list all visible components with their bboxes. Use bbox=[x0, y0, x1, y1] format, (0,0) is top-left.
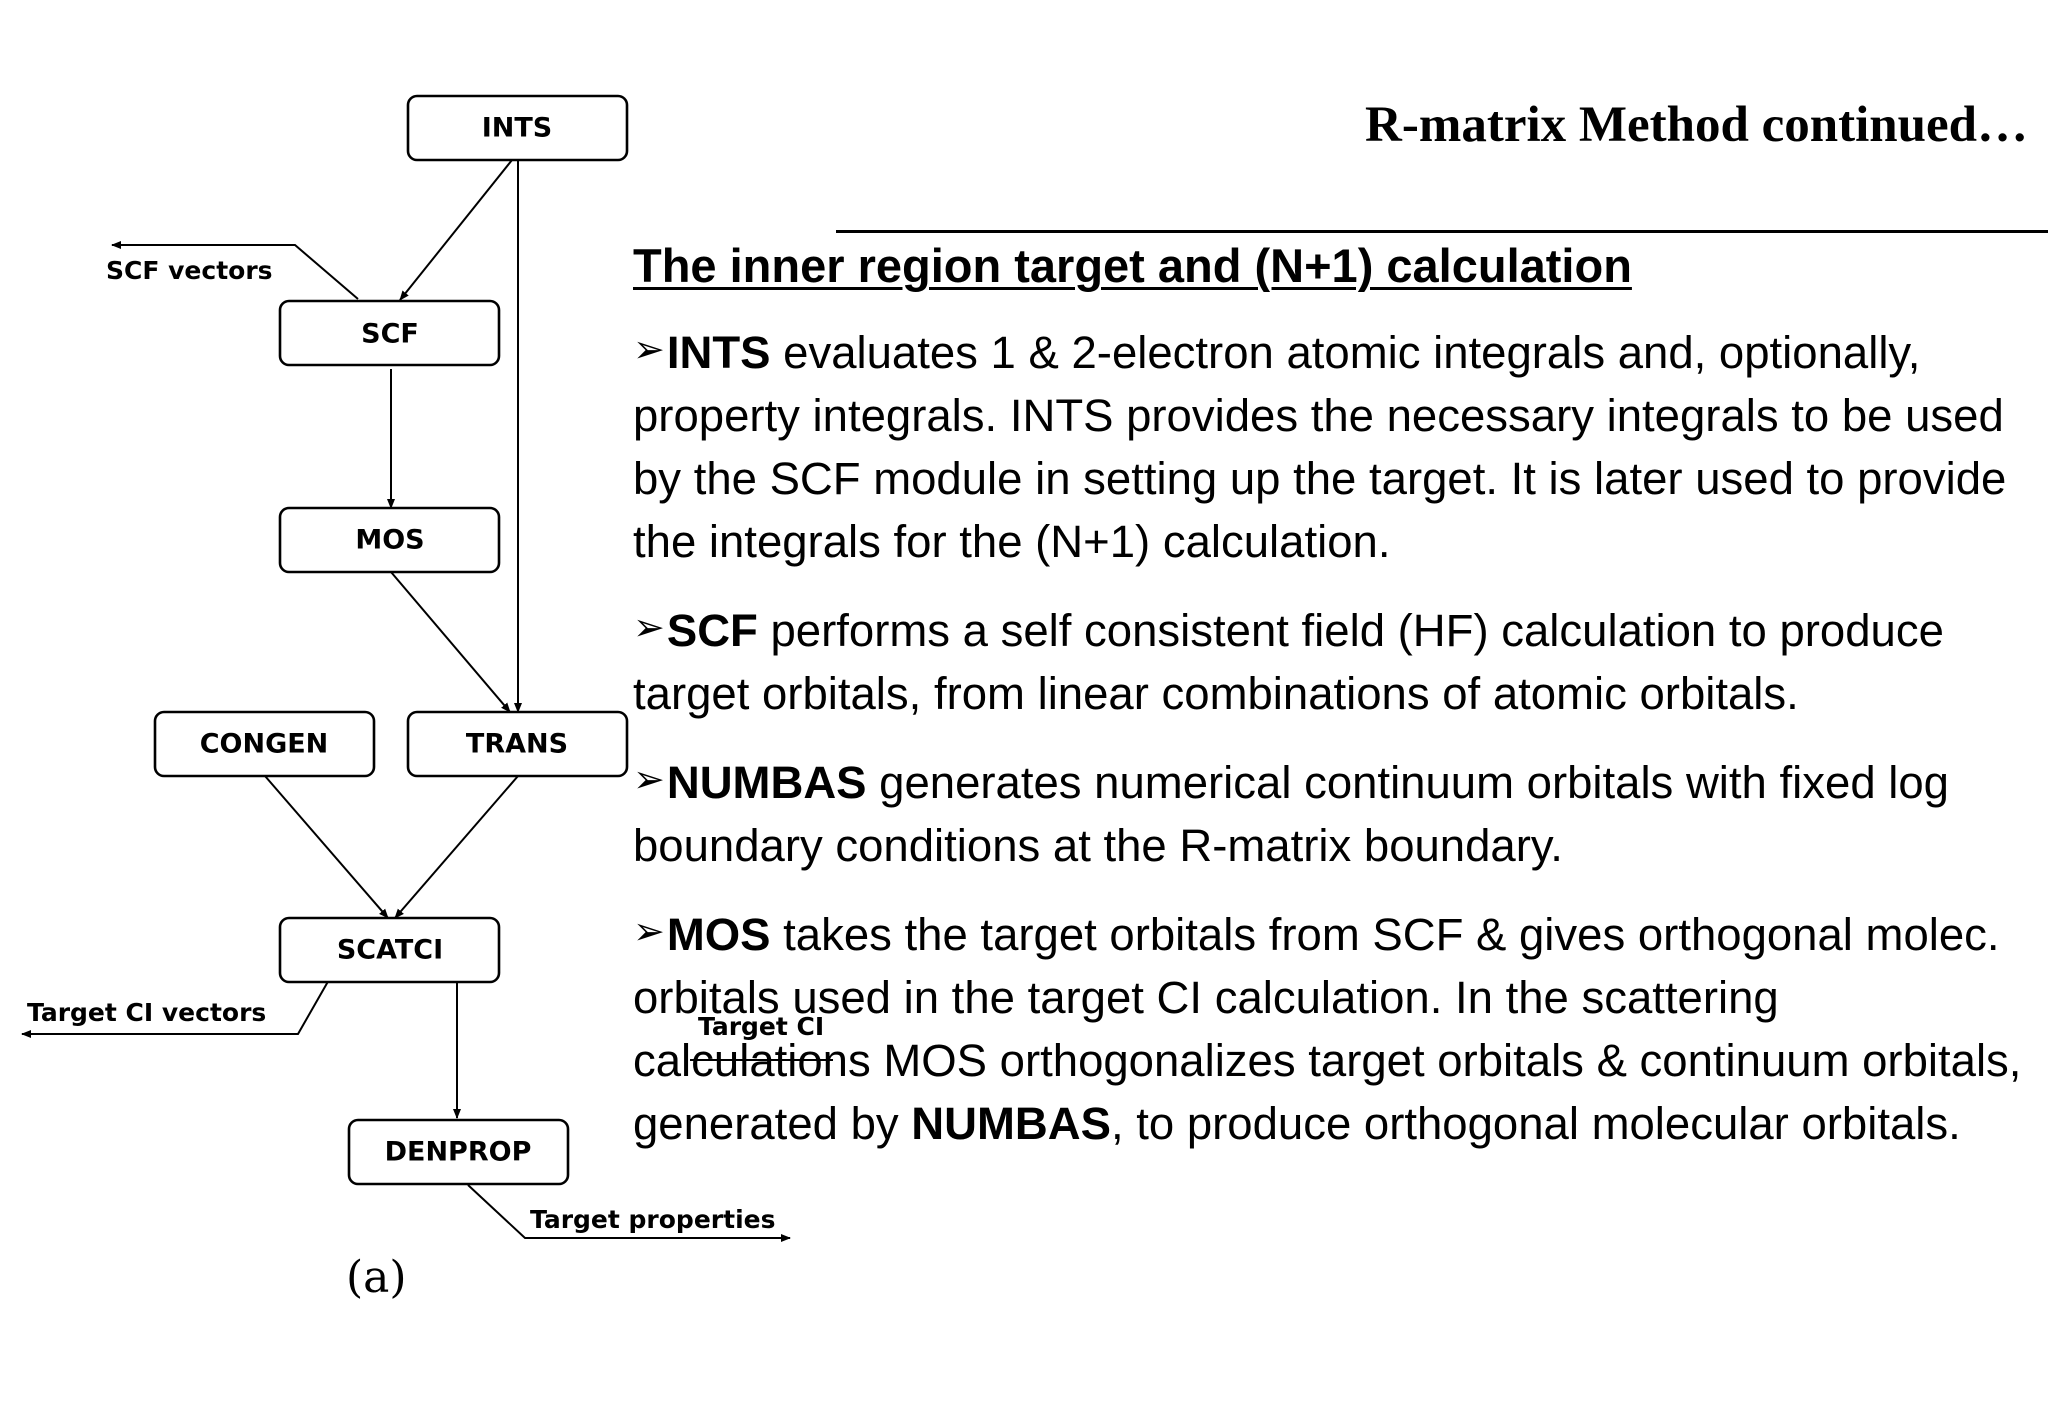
edge-target-properties-out bbox=[467, 1184, 791, 1242]
label-target-properties: Target properties bbox=[530, 1205, 775, 1234]
bullet-term: NUMBAS bbox=[666, 757, 867, 808]
node-scatci-label: SCATCI bbox=[337, 935, 443, 966]
bullet-term: SCF bbox=[666, 605, 758, 656]
node-scf: SCF bbox=[278, 299, 501, 367]
edge-trans-scatci bbox=[394, 775, 519, 919]
title-divider bbox=[836, 230, 2048, 233]
label-scf-vectors: SCF vectors bbox=[106, 256, 273, 285]
bullet-numbas: ➢NUMBAS generates numerical continuum or… bbox=[633, 749, 2023, 877]
label-target-ci: Target CI bbox=[698, 1012, 824, 1041]
node-denprop: DENPROP bbox=[347, 1118, 570, 1186]
text-panel: The inner region target and (N+1) calcul… bbox=[633, 234, 2023, 1179]
bullet-text: generates numerical continuum orbitals w… bbox=[633, 757, 1949, 871]
node-ints-label: INTS bbox=[482, 113, 553, 144]
bullet-text: takes the target orbitals from SCF & giv… bbox=[633, 909, 2022, 1149]
bullet-mos: ➢MOS takes the target orbitals from SCF … bbox=[633, 901, 2023, 1155]
node-scf-label: SCF bbox=[361, 319, 419, 350]
section-heading: The inner region target and (N+1) calcul… bbox=[633, 239, 1632, 292]
edge-ints-scf bbox=[399, 159, 513, 301]
flowchart-diagram: INTS SCF MOS CONGEN TRANS SCATCI DENPROP… bbox=[21, 94, 833, 1303]
bullet-arrow-icon: ➢ bbox=[633, 607, 665, 649]
flowchart-edges bbox=[21, 159, 833, 1242]
node-trans-label: TRANS bbox=[466, 729, 568, 760]
bullet-arrow-icon: ➢ bbox=[633, 329, 665, 371]
bullet-term-secondary: NUMBAS bbox=[911, 1098, 1111, 1149]
node-scatci: SCATCI bbox=[278, 916, 501, 984]
node-congen: CONGEN bbox=[153, 710, 376, 778]
node-ints: INTS bbox=[406, 94, 629, 162]
node-congen-label: CONGEN bbox=[200, 729, 329, 760]
edge-target-ci-vectors-out bbox=[21, 977, 331, 1038]
node-mos: MOS bbox=[278, 506, 501, 574]
figure-label: (a) bbox=[346, 1252, 407, 1303]
node-trans: TRANS bbox=[406, 710, 629, 778]
bullet-text: performs a self consistent field (HF) ca… bbox=[633, 605, 1944, 719]
bullet-arrow-icon: ➢ bbox=[633, 911, 665, 953]
node-denprop-label: DENPROP bbox=[385, 1137, 532, 1168]
bullet-text: evaluates 1 & 2-electron atomic integral… bbox=[633, 327, 2007, 567]
slide-title: R-matrix Method continued… bbox=[1365, 97, 2028, 153]
bullet-text-secondary: , to produce orthogonal molecular orbita… bbox=[1110, 1098, 1961, 1149]
edge-scf-vectors-out bbox=[111, 241, 359, 300]
bullet-arrow-icon: ➢ bbox=[633, 759, 665, 801]
label-target-ci-vectors: Target CI vectors bbox=[27, 998, 266, 1027]
edge-mos-trans bbox=[390, 571, 511, 713]
bullet-ints: ➢INTS evaluates 1 & 2-electron atomic in… bbox=[633, 319, 2023, 573]
bullet-scf: ➢SCF performs a self consistent field (H… bbox=[633, 597, 2023, 725]
edge-congen-scatci bbox=[264, 775, 389, 919]
node-mos-label: MOS bbox=[355, 525, 424, 556]
bullet-term: INTS bbox=[666, 327, 771, 378]
bullet-term: MOS bbox=[666, 909, 771, 960]
